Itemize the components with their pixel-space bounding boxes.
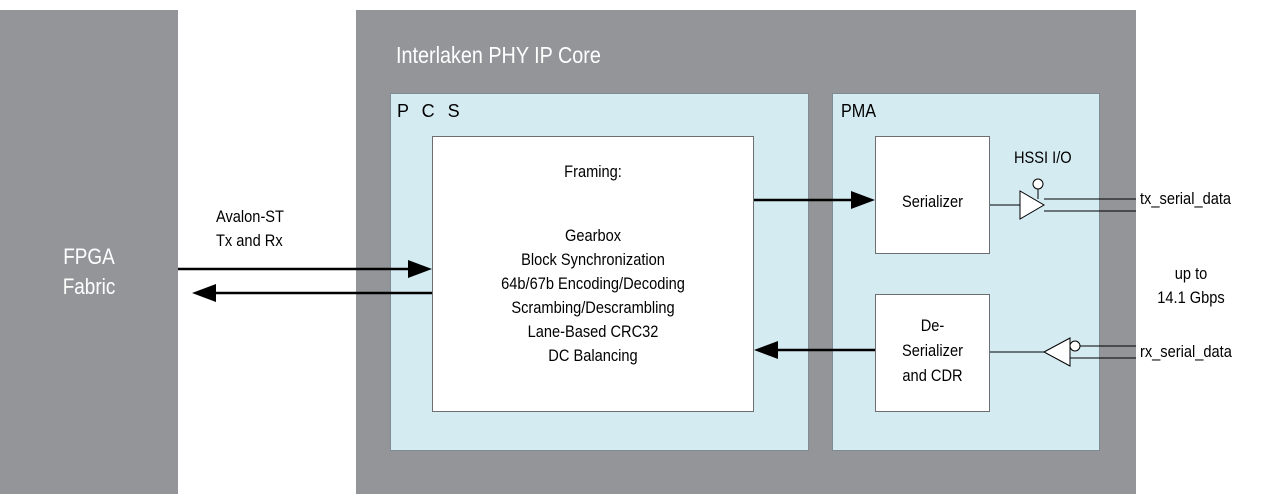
tx-inverting-bubble-icon	[1032, 178, 1044, 190]
framing-title: Framing:	[564, 162, 622, 181]
avalon-st-label: Avalon-ST	[216, 207, 284, 226]
fpga-label-line2: Fabric	[62, 274, 116, 299]
fpga-fabric-label: FPGA Fabric	[12, 242, 165, 302]
rate-label-line1: up to	[1174, 264, 1208, 283]
fpga-fabric-block	[0, 10, 178, 494]
function-gearbox: Gearbox	[564, 226, 622, 245]
fpga-label-line1: FPGA	[63, 244, 115, 269]
tx-rx-label: Tx and Rx	[216, 231, 283, 250]
function-block-sync: Block Synchronization	[521, 250, 665, 269]
serializer-block	[875, 136, 990, 254]
deserializer-label-line3: and CDR	[902, 366, 963, 385]
pcs-to-serializer-arrowhead	[851, 191, 875, 209]
pma-label: PMA	[841, 101, 877, 121]
deserializer-to-pcs-arrowhead	[754, 341, 778, 359]
rx-serial-data-label: rx_serial_data	[1140, 342, 1232, 361]
pcs-label: P C S	[397, 101, 464, 121]
phy-ip-core-title: Interlaken PHY IP Core	[396, 42, 601, 68]
function-scrambling: Scrambing/Descrambling	[511, 298, 675, 317]
framing-block	[432, 136, 754, 412]
deserializer-label-line2: Serializer	[902, 341, 963, 360]
deserializer-label-line1: De-	[920, 316, 945, 335]
tx-buffer-icon	[1019, 190, 1045, 220]
function-dc-balancing: DC Balancing	[548, 346, 638, 365]
pcs-to-fabric-arrowhead	[192, 284, 216, 302]
serializer-label: Serializer	[902, 192, 963, 211]
rx-buffer-icon	[1042, 337, 1071, 367]
deserializer-block	[875, 294, 990, 412]
tx-serial-data-label: tx_serial_data	[1140, 189, 1232, 208]
function-crc32: Lane-Based CRC32	[527, 322, 659, 341]
hssi-io-label: HSSI I/O	[1014, 148, 1072, 167]
rx-inverting-bubble-icon	[1069, 340, 1081, 352]
function-encoding: 64b/67b Encoding/Decoding	[501, 274, 685, 293]
rate-label-line2: 14.1 Gbps	[1157, 288, 1225, 307]
fabric-to-pcs-arrowhead	[408, 260, 432, 278]
